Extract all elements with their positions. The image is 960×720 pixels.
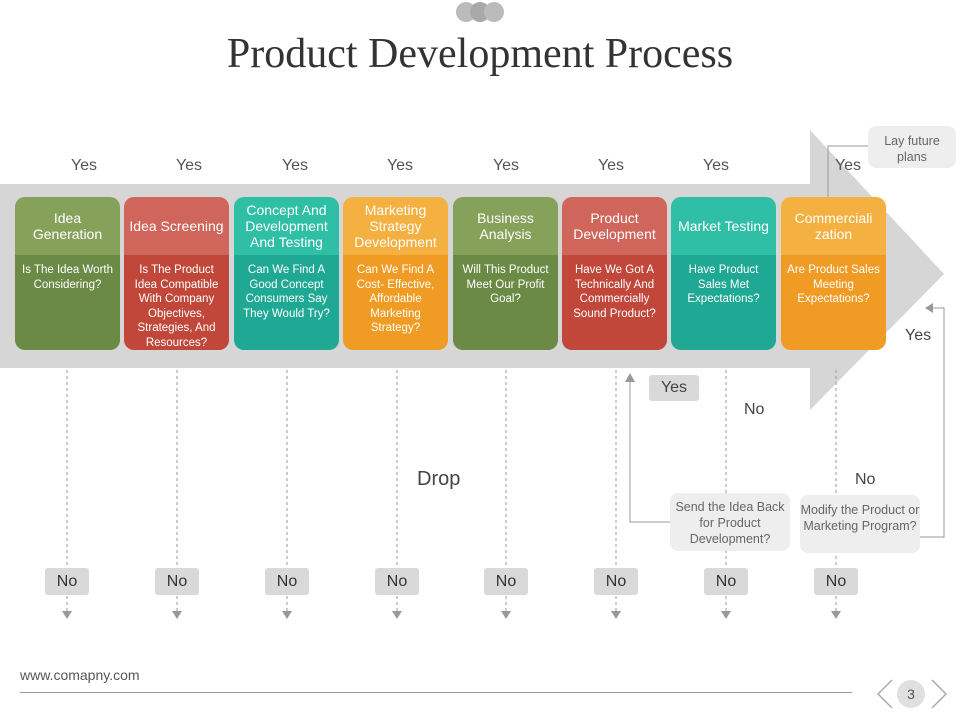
stage-title: Commerciali zation [781,197,886,255]
stage-card-marketing-strategy: Marketing Strategy Development Can We Fi… [343,197,448,350]
yes-feedback-box: Yes [649,375,699,401]
stage-question: Are Product Sales Meeting Expectations? [781,255,886,350]
drop-label: Drop [417,468,461,490]
no-box-3: No [265,568,309,595]
no-box-2: No [155,568,199,595]
stage-question: Will This Product Meet Our Profit Goal? [453,255,558,350]
yes-label-1: Yes [70,157,98,174]
stage-title: Market Testing [671,197,776,255]
lay-future-plans-box: Lay future plans [868,126,956,168]
stage-card-commercialization: Commerciali zation Are Product Sales Mee… [781,197,886,350]
no-market-testing-label: No [744,401,765,418]
yes-label-4: Yes [386,157,414,174]
stage-question: Can We Find A Good Concept Consumers Say… [234,255,339,350]
stage-card-idea-generation: Idea Generation Is The Idea Worth Consid… [15,197,120,350]
stage-title: Business Analysis [453,197,558,255]
stage-question: Is The Idea Worth Considering? [15,255,120,350]
chevron-left-icon[interactable] [876,679,893,709]
feedback-connectors [629,145,945,538]
connector-arrowheads [625,303,933,382]
no-box-1: No [45,568,89,595]
stage-title: Idea Generation [15,197,120,255]
stage-card-product-development: Product Development Have We Got A Techni… [562,197,667,350]
footer-url[interactable]: www.comapny.com [20,667,140,683]
page-title: Product Development Process [226,31,734,77]
stage-question: Have We Got A Technically And Commercial… [562,255,667,350]
yes-label-2: Yes [175,157,203,174]
stage-title: Marketing Strategy Development [343,197,448,255]
stage-question: Have Product Sales Met Expectations? [671,255,776,350]
yes-label-8: Yes [834,157,862,174]
no-box-4: No [375,568,419,595]
yes-label-7: Yes [702,157,730,174]
stage-card-market-testing: Market Testing Have Product Sales Met Ex… [671,197,776,350]
no-box-6: No [594,568,638,595]
stage-title: Idea Screening [124,197,229,255]
page-number: 3 [897,680,925,708]
modify-product-box: Modify the Product or Marketing Program? [800,495,920,553]
stage-question: Is The Product Idea Compatible With Comp… [124,255,229,350]
yes-right-label: Yes [905,327,932,344]
no-box-8: No [814,568,858,595]
no-commercialization-label: No [855,471,876,488]
yes-label-6: Yes [597,157,625,174]
pager-chevrons [876,679,948,709]
chevron-right-icon[interactable] [931,679,948,709]
stage-card-idea-screening: Idea Screening Is The Product Idea Compa… [124,197,229,350]
stage-card-concept-development: Concept And Development And Testing Can … [234,197,339,350]
stage-title: Concept And Development And Testing [234,197,339,255]
yes-label-5: Yes [492,157,520,174]
stage-title: Product Development [562,197,667,255]
header-decoration-circles [456,2,504,22]
footer-divider [20,692,852,693]
no-box-7: No [704,568,748,595]
yes-label-3: Yes [281,157,309,174]
stage-card-business-analysis: Business Analysis Will This Product Meet… [453,197,558,350]
send-back-box: Send the Idea Back for Product Developme… [670,493,790,551]
no-box-5: No [484,568,528,595]
stage-question: Can We Find A Cost- Effective, Affordabl… [343,255,448,350]
drop-arrowheads [62,611,841,619]
